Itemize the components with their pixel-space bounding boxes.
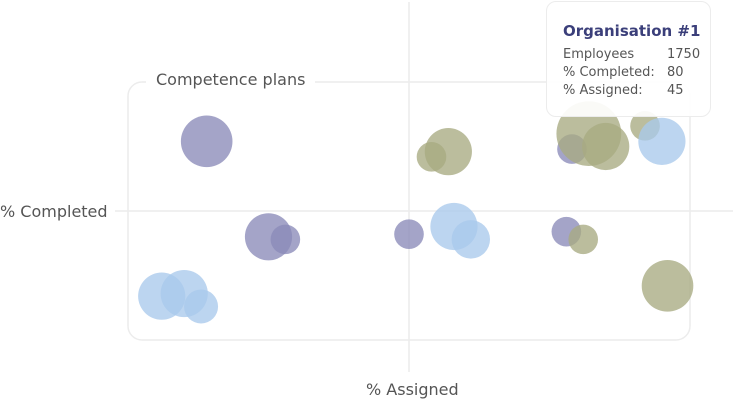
bubble-s1-p5[interactable]	[568, 224, 599, 255]
tooltip-employees-label: Employees	[563, 47, 635, 62]
tooltip-row-completed: % Completed: 80	[563, 64, 710, 82]
tooltip-completed-label: % Completed:	[563, 65, 655, 80]
bubble-s2-p5[interactable]	[184, 289, 219, 324]
bubble-s0-p3[interactable]	[394, 219, 424, 250]
tooltip-completed-value: 80	[667, 65, 684, 80]
y-axis-label: % Completed	[0, 202, 108, 221]
tooltip-title: Organisation #1	[563, 22, 701, 40]
tooltip-row-assigned: % Assigned: 45	[563, 82, 710, 100]
bubble-s1-p6[interactable]	[641, 260, 694, 312]
tooltip-assigned-label: % Assigned:	[563, 83, 643, 98]
bubbles-layer	[138, 101, 694, 324]
bubble-s0-p0[interactable]	[180, 115, 233, 168]
tooltip-employees-value: 1750	[667, 47, 701, 62]
bubble-s2-p2[interactable]	[638, 117, 686, 165]
chart-title: Competence plans	[146, 70, 316, 89]
tooltip-assigned-value: 45	[667, 83, 684, 98]
tooltip-row-employees: Employees 1750	[563, 46, 710, 64]
bubble-s0-p2[interactable]	[270, 224, 301, 255]
x-axis-label: % Assigned	[366, 380, 459, 399]
tooltip: Organisation #1 Employees 1750 % Complet…	[546, 1, 711, 117]
bubble-s1-p1[interactable]	[416, 142, 447, 172]
bubble-s2-p1[interactable]	[451, 220, 491, 259]
bubble-s1-p3[interactable]	[582, 122, 630, 171]
